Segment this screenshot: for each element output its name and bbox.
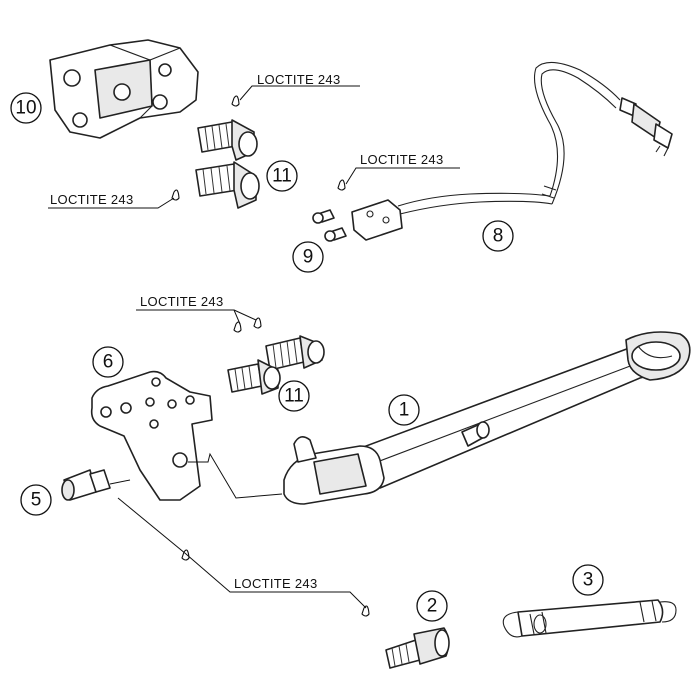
callout-9: 9 — [292, 241, 324, 273]
mounting-bracket-part-10 — [49, 39, 199, 139]
bolt-part-11-lower-b — [227, 359, 281, 395]
bolt-part-11-lower-a — [265, 335, 325, 371]
callout-6-label: 6 — [103, 352, 114, 373]
callout-2: 2 — [416, 590, 448, 622]
loctite-note-4-label: LOCTITE 243 — [140, 294, 224, 309]
callout-11-upper: 11 — [266, 160, 298, 192]
loctite-note-1: LOCTITE 243 — [231, 72, 360, 107]
loctite-note-3-label: LOCTITE 243 — [360, 152, 444, 167]
callout-1-label: 1 — [399, 400, 410, 421]
callout-1: 1 — [388, 394, 420, 426]
loctite-note-3: LOCTITE 243 — [337, 152, 460, 191]
pin-part-5 — [61, 469, 111, 501]
callout-5-label: 5 — [31, 490, 42, 511]
callout-10: 10 — [10, 92, 42, 124]
loctite-note-1-label: LOCTITE 243 — [257, 72, 341, 87]
side-stand-part-1 — [283, 331, 691, 505]
assembly-leader-5-to-6 — [109, 479, 131, 485]
callout-3-label: 3 — [583, 570, 594, 591]
callout-8-label: 8 — [493, 226, 504, 247]
assembly-leader-6-to-1 — [188, 452, 283, 499]
callout-8: 8 — [482, 220, 514, 252]
callout-6: 6 — [92, 346, 124, 378]
screws-part-9 — [312, 209, 347, 242]
callout-11-lower: 11 — [278, 380, 310, 412]
callout-2-label: 2 — [427, 596, 438, 617]
callout-5: 5 — [20, 484, 52, 516]
stand-bracket-part-6 — [90, 370, 213, 501]
pivot-bolt-part-2 — [385, 627, 450, 669]
loctite-note-5-label: LOCTITE 243 — [234, 576, 318, 591]
callout-3: 3 — [572, 564, 604, 596]
callout-11-lower-label: 11 — [284, 386, 304, 407]
sidestand-switch-part-8 — [351, 61, 673, 241]
callout-10-label: 10 — [15, 98, 36, 119]
spring-part-3 — [502, 599, 677, 638]
callout-11-upper-label: 11 — [272, 166, 292, 187]
bolt-part-11-upper-b — [195, 161, 260, 209]
loctite-note-2-label: LOCTITE 243 — [50, 192, 134, 207]
bolt-part-11-upper-a — [197, 119, 258, 161]
loctite-note-4: LOCTITE 243 — [136, 294, 262, 333]
loctite-note-2: LOCTITE 243 — [48, 189, 180, 209]
loctite-note-5: LOCTITE 243 — [117, 497, 370, 617]
callout-9-label: 9 — [303, 247, 314, 268]
